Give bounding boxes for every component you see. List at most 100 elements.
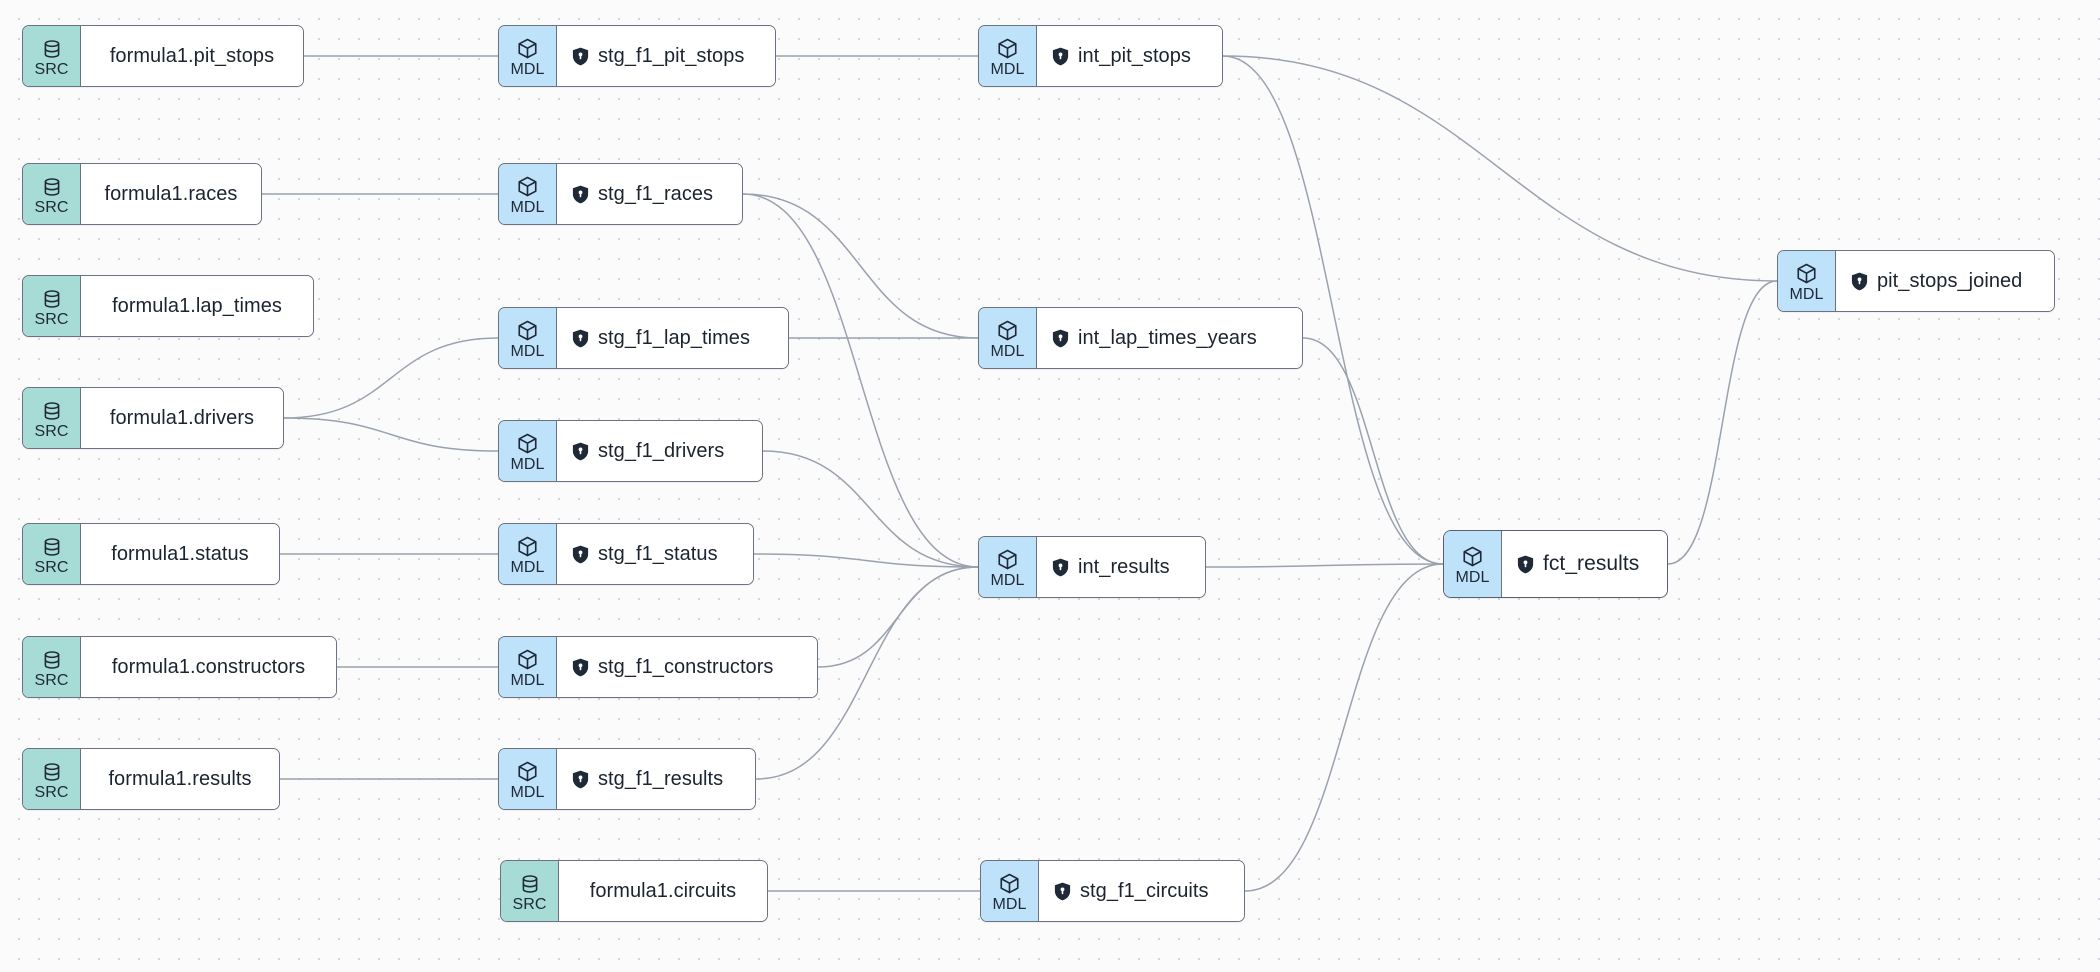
node-body: formula1.pit_stops bbox=[81, 26, 303, 86]
node-type-badge: MDL bbox=[981, 861, 1039, 921]
node-type-label: MDL bbox=[510, 199, 545, 216]
graph-node-stg_drivers[interactable]: MDL stg_f1_drivers bbox=[498, 420, 763, 482]
node-type-badge: MDL bbox=[979, 537, 1037, 597]
graph-node-stg_constructors[interactable]: MDL stg_f1_constructors bbox=[498, 636, 818, 698]
node-label: formula1.results bbox=[108, 767, 252, 790]
node-body: int_pit_stops bbox=[1037, 26, 1222, 86]
graph-node-src_results[interactable]: SRC formula1.results bbox=[22, 748, 280, 810]
node-type-label: SRC bbox=[34, 783, 69, 801]
database-icon bbox=[41, 38, 63, 60]
node-type-label: MDL bbox=[1455, 569, 1490, 586]
node-type-badge: SRC bbox=[501, 861, 559, 921]
graph-node-src_pit_stops[interactable]: SRC formula1.pit_stops bbox=[22, 25, 304, 87]
node-label: stg_f1_lap_times bbox=[598, 326, 751, 349]
graph-edge-int_lap_times_years-to-fct_results bbox=[1302, 337, 1444, 565]
cube-icon bbox=[996, 319, 1019, 342]
shield-lock-icon bbox=[572, 47, 589, 66]
node-label: formula1.drivers bbox=[109, 406, 255, 429]
node-label: stg_f1_pit_stops bbox=[598, 44, 745, 67]
graph-edge-stg_races-to-int_results bbox=[742, 193, 979, 568]
graph-edge-src_drivers-to-stg_drivers bbox=[283, 417, 499, 452]
graph-node-int_results[interactable]: MDL int_results bbox=[978, 536, 1206, 598]
graph-node-pit_stops_joined[interactable]: MDL pit_stops_joined bbox=[1777, 250, 2055, 312]
graph-edge-stg_circuits-to-fct_results bbox=[1244, 563, 1444, 892]
node-type-label: MDL bbox=[510, 456, 545, 473]
node-label: int_results bbox=[1078, 555, 1170, 578]
database-icon bbox=[41, 536, 63, 558]
node-label: formula1.status bbox=[111, 542, 249, 565]
node-body: formula1.results bbox=[81, 749, 279, 809]
node-type-badge: MDL bbox=[1778, 251, 1836, 311]
graph-edge-src_drivers-to-stg_lap_times bbox=[283, 337, 499, 419]
cube-icon bbox=[516, 535, 539, 558]
node-label: stg_f1_status bbox=[598, 542, 718, 565]
cube-icon bbox=[996, 37, 1019, 60]
node-type-label: SRC bbox=[34, 198, 69, 216]
node-label: formula1.circuits bbox=[589, 879, 737, 902]
node-type-badge: MDL bbox=[1444, 531, 1502, 597]
graph-node-stg_lap_times[interactable]: MDL stg_f1_lap_times bbox=[498, 307, 789, 369]
node-type-label: MDL bbox=[1789, 286, 1824, 303]
node-body: stg_f1_races bbox=[557, 164, 742, 224]
node-type-label: SRC bbox=[34, 60, 69, 78]
shield-lock-icon bbox=[572, 545, 589, 564]
database-icon bbox=[519, 873, 541, 895]
node-type-label: SRC bbox=[512, 895, 547, 913]
node-type-badge: MDL bbox=[979, 26, 1037, 86]
node-label: formula1.races bbox=[104, 182, 238, 205]
shield-lock-icon bbox=[572, 658, 589, 677]
node-type-label: MDL bbox=[510, 559, 545, 576]
node-body: formula1.lap_times bbox=[81, 276, 313, 336]
cube-icon bbox=[516, 319, 539, 342]
database-icon bbox=[41, 761, 63, 783]
cube-icon bbox=[1795, 262, 1818, 285]
graph-node-stg_status[interactable]: MDL stg_f1_status bbox=[498, 523, 754, 585]
node-body: stg_f1_drivers bbox=[557, 421, 762, 481]
node-type-label: MDL bbox=[990, 572, 1025, 589]
node-label: formula1.constructors bbox=[111, 655, 306, 678]
node-label: formula1.pit_stops bbox=[109, 44, 275, 67]
node-type-badge: MDL bbox=[499, 308, 557, 368]
node-type-badge: SRC bbox=[23, 164, 81, 224]
node-body: stg_f1_circuits bbox=[1039, 861, 1244, 921]
node-type-label: SRC bbox=[34, 422, 69, 440]
cube-icon bbox=[516, 648, 539, 671]
shield-lock-icon bbox=[1054, 882, 1071, 901]
node-body: stg_f1_lap_times bbox=[557, 308, 788, 368]
node-body: stg_f1_constructors bbox=[557, 637, 817, 697]
graph-node-src_drivers[interactable]: SRC formula1.drivers bbox=[22, 387, 284, 449]
node-type-label: MDL bbox=[510, 672, 545, 689]
cube-icon bbox=[996, 548, 1019, 571]
node-body: stg_f1_pit_stops bbox=[557, 26, 775, 86]
cube-icon bbox=[516, 37, 539, 60]
node-label: stg_f1_constructors bbox=[598, 655, 774, 678]
graph-edge-fct_results-to-pit_stops_joined bbox=[1667, 280, 1778, 565]
graph-node-src_races[interactable]: SRC formula1.races bbox=[22, 163, 262, 225]
node-body: formula1.constructors bbox=[81, 637, 336, 697]
node-label: pit_stops_joined bbox=[1877, 269, 2023, 292]
node-type-badge: MDL bbox=[499, 637, 557, 697]
graph-node-src_circuits[interactable]: SRC formula1.circuits bbox=[500, 860, 768, 922]
shield-lock-icon bbox=[1052, 329, 1069, 348]
graph-edge-stg_drivers-to-int_results bbox=[762, 450, 979, 568]
shield-lock-icon bbox=[1517, 555, 1534, 574]
graph-node-stg_races[interactable]: MDL stg_f1_races bbox=[498, 163, 743, 225]
node-body: int_lap_times_years bbox=[1037, 308, 1302, 368]
node-label: stg_f1_drivers bbox=[598, 439, 725, 462]
node-type-badge: MDL bbox=[499, 421, 557, 481]
shield-lock-icon bbox=[572, 770, 589, 789]
node-type-badge: MDL bbox=[499, 524, 557, 584]
node-type-label: MDL bbox=[510, 784, 545, 801]
shield-lock-icon bbox=[572, 185, 589, 204]
